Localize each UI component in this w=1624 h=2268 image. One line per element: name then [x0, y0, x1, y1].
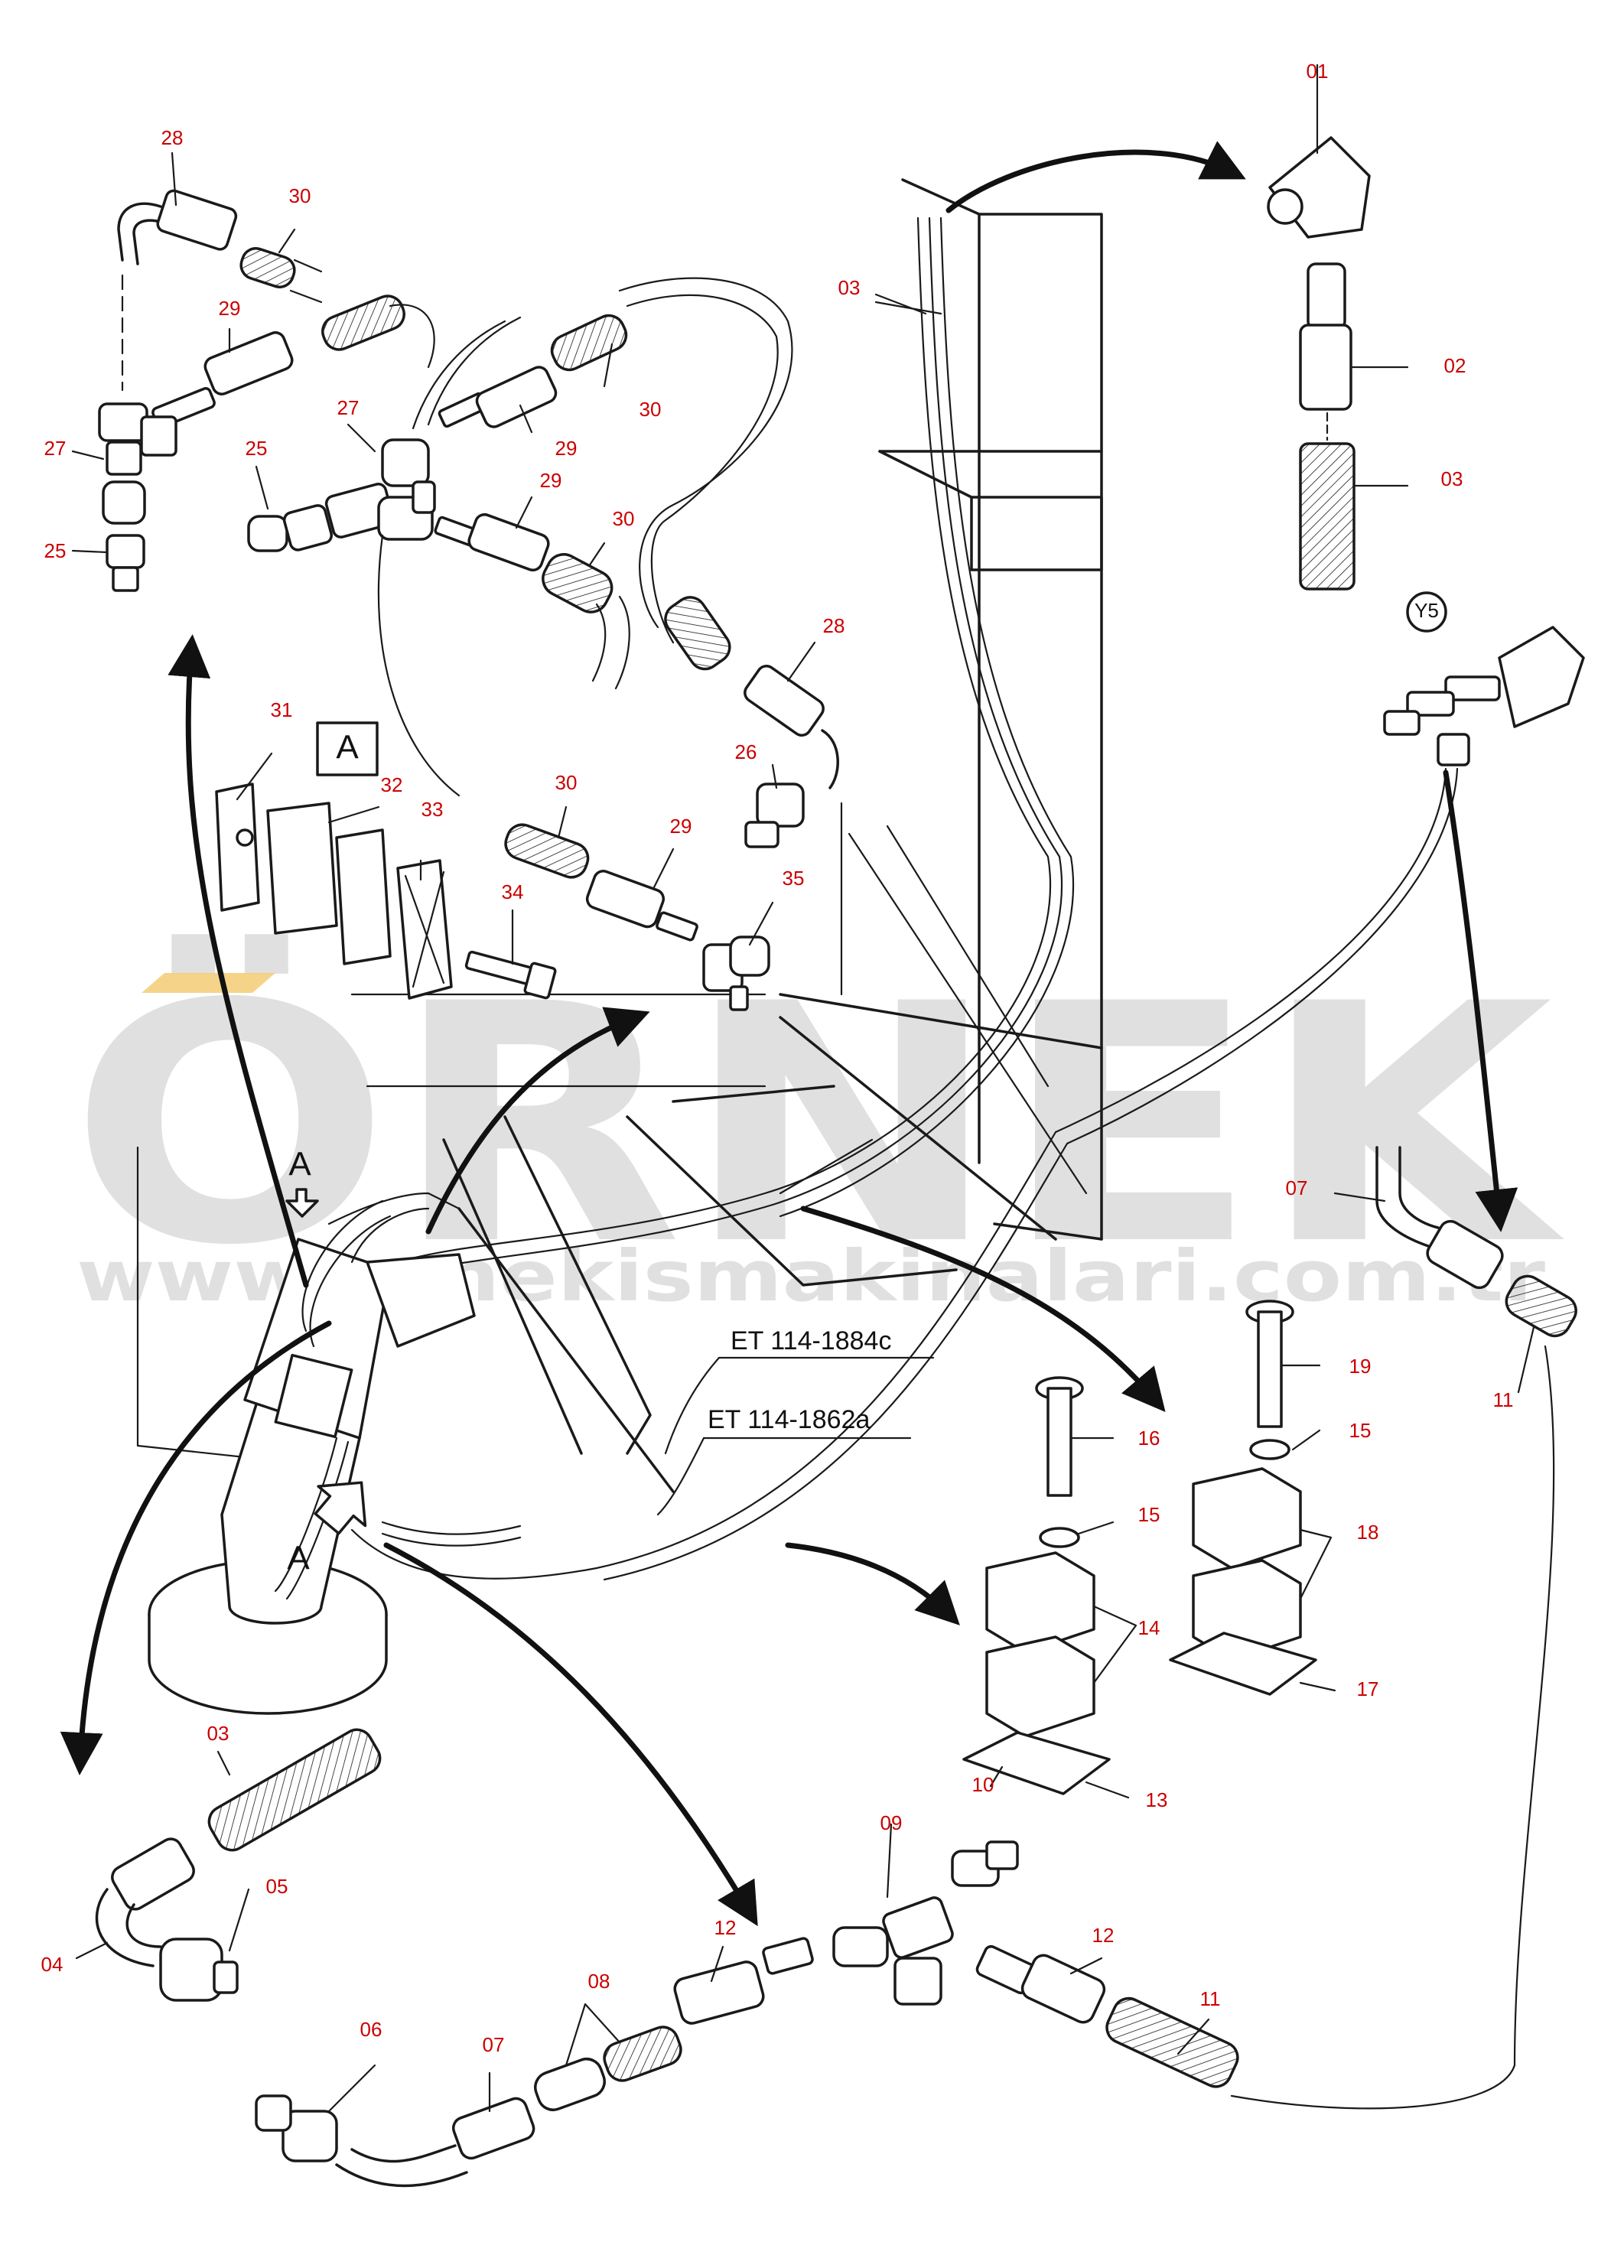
callout-16: 16	[1138, 1427, 1160, 1450]
valve-y5-label: Y5	[1414, 599, 1439, 622]
callout-29: 29	[219, 297, 241, 320]
clamp-stack-right	[1169, 1300, 1317, 1696]
callout-27: 27	[337, 396, 360, 419]
pump-assembly	[148, 1192, 522, 1715]
callout-06: 06	[360, 2018, 382, 2041]
callout-07: 07	[1286, 1176, 1308, 1199]
callout-02: 02	[1444, 354, 1466, 377]
flow-arrows	[60, 141, 1518, 1927]
callout-12: 12	[714, 1916, 737, 1939]
view-letter-pump: A	[287, 1540, 310, 1577]
fitting-group-bottom-right	[255, 1840, 1239, 2188]
callout-01: 01	[1307, 60, 1329, 83]
callout-27: 27	[44, 437, 67, 460]
callout-10: 10	[972, 1773, 994, 1796]
view-arrow-pump-icon	[314, 1481, 367, 1535]
callout-17: 17	[1357, 1677, 1379, 1700]
callout-05: 05	[266, 1875, 288, 1898]
callout-15: 15	[1349, 1419, 1372, 1442]
view-arrow-icon	[285, 1188, 319, 1218]
callout-leaders	[71, 63, 1535, 2113]
callout-34: 34	[502, 880, 524, 903]
clamp-stack-left	[962, 1376, 1111, 1795]
callout-03: 03	[207, 1722, 229, 1745]
callout-35: 35	[783, 867, 805, 890]
fitting-group-bottom-left	[95, 1728, 382, 2002]
fitting-group-elbow	[664, 596, 839, 848]
callout-33: 33	[421, 798, 444, 821]
reference-code-2: ET 114-1862a	[708, 1405, 870, 1434]
reference-code-1: ET 114-1884c	[731, 1326, 891, 1355]
clamp-detail	[215, 783, 557, 1000]
callout-26: 26	[735, 740, 757, 763]
callout-numbers: 28 30 29 27 25 27 25 30 29 29 30 28 26 3…	[41, 60, 1514, 2056]
callout-11: 11	[1200, 1987, 1221, 2010]
callout-03: 03	[838, 276, 861, 299]
callout-12: 12	[1092, 1924, 1115, 1947]
callout-31: 31	[271, 698, 293, 721]
callout-30: 30	[555, 771, 578, 794]
callout-08: 08	[588, 1970, 610, 1993]
callout-19: 19	[1349, 1355, 1372, 1378]
fitting-group-top-left	[98, 189, 435, 592]
watermark-accent-shape	[142, 973, 275, 993]
callout-30: 30	[289, 184, 311, 207]
fitting-group-lower-center	[504, 823, 770, 1011]
callout-29: 29	[540, 469, 562, 492]
callout-30: 30	[613, 507, 635, 530]
callout-09: 09	[880, 1811, 903, 1834]
callout-28: 28	[823, 614, 845, 637]
callout-14: 14	[1138, 1616, 1160, 1639]
view-letter-top: A	[288, 1146, 311, 1183]
callout-25: 25	[44, 539, 67, 562]
fitting-group-top-right	[1267, 136, 1371, 591]
fitting-group-center	[247, 277, 793, 797]
callout-29: 29	[555, 437, 578, 460]
callout-13: 13	[1146, 1788, 1168, 1811]
callout-32: 32	[381, 773, 403, 796]
callout-28: 28	[161, 126, 184, 149]
fitting-group-right-hose	[1375, 1146, 1577, 1338]
callout-15: 15	[1138, 1503, 1160, 1526]
callout-11: 11	[1493, 1388, 1514, 1411]
reference-codes: ET 114-1884c ET 114-1862a	[656, 1326, 935, 1516]
valve-y5: Y5	[1383, 591, 1585, 766]
detail-box-a	[316, 721, 379, 776]
callout-07: 07	[483, 2033, 505, 2056]
callout-18: 18	[1357, 1521, 1379, 1544]
callout-03: 03	[1441, 467, 1463, 490]
callout-30: 30	[640, 398, 662, 421]
machine-frame	[136, 178, 1103, 1493]
callout-25: 25	[246, 437, 268, 460]
hydraulic-lines	[350, 216, 1555, 2110]
detail-box-label: A	[336, 729, 359, 766]
callout-04: 04	[41, 1953, 63, 1976]
callout-29: 29	[670, 815, 692, 838]
